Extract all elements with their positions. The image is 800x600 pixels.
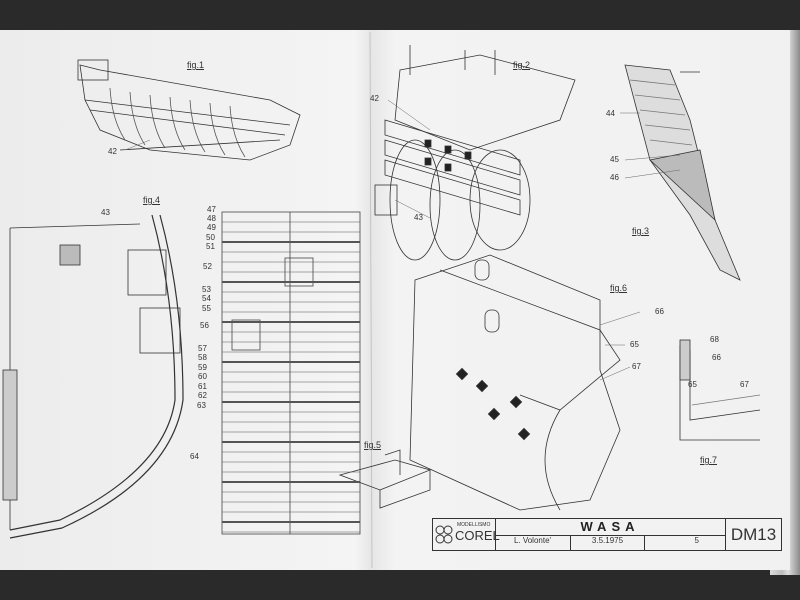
part-number: 55 [202, 304, 211, 313]
fig3-drawing [624, 64, 741, 281]
part-number: 60 [198, 372, 207, 381]
part-number: 63 [197, 401, 206, 410]
part-number: 51 [206, 242, 215, 251]
designer: L. Volonte' [495, 536, 571, 550]
sheet-number: 5 [645, 536, 725, 550]
leader-lines [124, 99, 681, 381]
fig5-label: fig.5 [364, 440, 382, 450]
part-number: 54 [202, 294, 211, 303]
date: 3.5.1975 [571, 536, 645, 550]
part-number: 46 [610, 173, 619, 182]
fig6-drawing [409, 254, 621, 511]
part-number: 67 [740, 380, 749, 389]
fig7-label: fig.7 [700, 455, 718, 465]
part-number: 66 [655, 307, 664, 316]
fig5-drawing [338, 449, 432, 509]
part-number: 45 [610, 155, 619, 164]
part-number: 61 [198, 382, 207, 391]
part-number: 62 [198, 391, 207, 400]
plank-layout [221, 211, 361, 535]
part-number: 52 [203, 262, 212, 271]
fig4-drawing [2, 214, 184, 539]
drawing-code: DM13 [730, 525, 777, 544]
part-number: 44 [606, 109, 615, 118]
fig4-label: fig.4 [143, 195, 161, 205]
part-number: 48 [207, 214, 216, 223]
logo-circles-icon [435, 525, 453, 544]
title-block: MODELLISMO COREL WASA L. Volonte' 3.5.19… [432, 518, 782, 551]
brand-name: COREL [455, 528, 500, 543]
brand-top: MODELLISMO [457, 522, 491, 528]
part-number: 47 [207, 205, 216, 214]
part-number: 68 [710, 335, 719, 344]
sheet-number-value: 5 [694, 536, 699, 545]
fig2-drawing [374, 45, 576, 261]
part-number: 50 [206, 233, 215, 242]
part-number: 42 [370, 94, 379, 103]
part-number: 49 [207, 223, 216, 232]
part-number: 57 [198, 344, 207, 353]
part-number: 59 [198, 363, 207, 372]
fig1-hull-drawing [77, 59, 301, 161]
fig2-label: fig.2 [513, 60, 531, 70]
part-number: 56 [200, 321, 209, 330]
part-number: 53 [202, 285, 211, 294]
part-number: 65 [688, 380, 697, 389]
page-gutter [369, 31, 373, 569]
part-number: 58 [198, 353, 207, 362]
part-number: 67 [632, 362, 641, 371]
part-number: 43 [101, 208, 110, 217]
fig7-drawing [679, 339, 761, 441]
fig1-label: fig.1 [187, 60, 205, 70]
part-number: 43 [414, 213, 423, 222]
fig6-label: fig.6 [610, 283, 628, 293]
corel-logo: MODELLISMO COREL [433, 519, 500, 550]
part-number: 66 [712, 353, 721, 362]
part-number: 64 [190, 452, 199, 461]
model-name: WASA [495, 519, 725, 536]
part-number: 65 [630, 340, 639, 349]
fig3-label: fig.3 [632, 226, 650, 236]
part-number: 42 [108, 147, 117, 156]
